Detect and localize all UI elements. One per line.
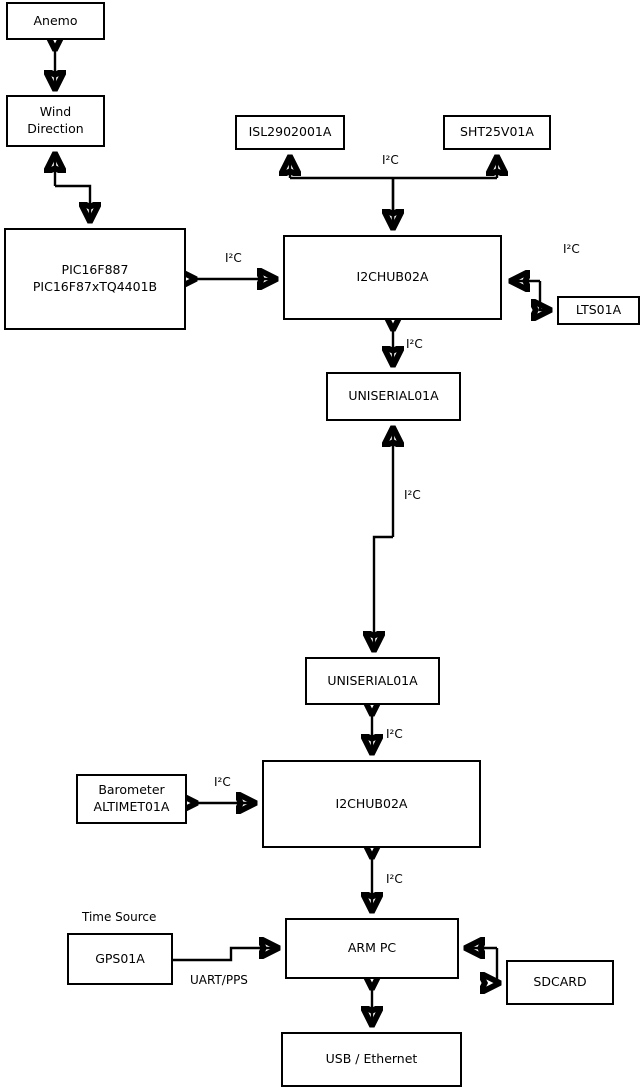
node-uniserial01a-top[interactable]: UNISERIAL01A [326,372,461,421]
edge-label-uart-pps: UART/PPS [190,973,248,987]
node-wind-direction[interactable]: Wind Direction [6,95,105,147]
edge-label-i2c-uniserial-hub-bottom: I²C [386,727,403,741]
connector-armpc-sdcard-jog [497,948,498,983]
edge-label-i2c-hub-armpc: I²C [386,872,403,886]
node-isl2902001a[interactable]: ISL2902001A [235,115,345,150]
node-uniserial01a-bottom[interactable]: UNISERIAL01A [305,657,440,705]
label-time-source: Time Source [82,910,157,924]
node-arm-pc[interactable]: ARM PC [285,918,459,979]
edge-label-i2c-sensors-top: I²C [382,153,399,167]
node-usb-ethernet[interactable]: USB / Ethernet [281,1032,462,1087]
edge-label-i2c-barometer-hub: I²C [214,775,231,789]
node-i2chub02a-bottom[interactable]: I2CHUB02A [262,760,481,848]
node-barometer-altimet01a[interactable]: Barometer ALTIMET01A [76,774,187,824]
edge-label-i2c-hub-uniserial: I²C [406,337,423,351]
connector-uniserial-link-jog [374,535,393,649]
edge-label-i2c-uniserial-link: I²C [404,488,421,502]
node-gps01a[interactable]: GPS01A [67,933,173,985]
node-sht25v01a[interactable]: SHT25V01A [443,115,551,150]
connector-gps-armpc [173,948,277,962]
connector-hubtop-lts-jog [540,281,549,310]
connector-winddirection-pic-jog [55,184,90,220]
node-anemo[interactable]: Anemo [6,2,105,40]
edge-label-i2c-pic-hub: I²C [225,251,242,265]
node-i2chub02a-top[interactable]: I2CHUB02A [283,235,502,320]
node-sdcard[interactable]: SDCARD [506,960,614,1005]
edge-label-i2c-hub-lts: I²C [563,242,580,256]
node-pic-mcu[interactable]: PIC16F887 PIC16F87xTQ4401B [4,228,186,330]
node-lts01a[interactable]: LTS01A [557,296,640,325]
